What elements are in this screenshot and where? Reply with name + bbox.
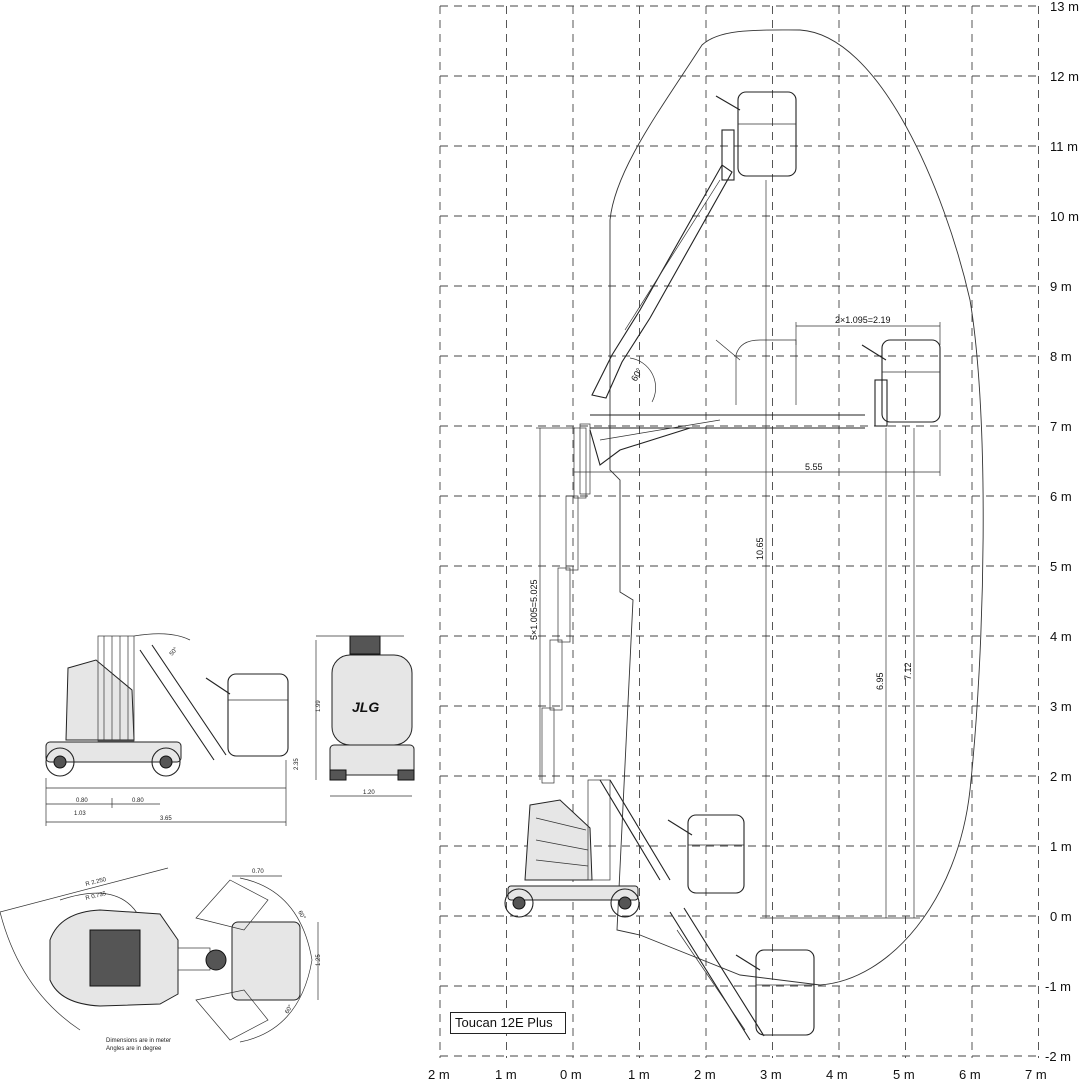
- y-label: 11 m: [1050, 139, 1078, 154]
- horizontal-boom: [589, 339, 941, 466]
- y-label: 4 m: [1050, 629, 1072, 644]
- y-label: 7 m: [1050, 419, 1072, 434]
- y-label: 2 m: [1050, 769, 1072, 784]
- side-view: 50° 0.80 0.80 1.03 3.65 2.35: [45, 633, 300, 826]
- x-label: 7 m: [1025, 1067, 1047, 1081]
- x-label: 4 m: [826, 1067, 848, 1081]
- front-view: JLG 1.99 1.20: [315, 635, 415, 797]
- top-view: R 2.250 R 0.735 0.70 60° 1.25 60° Dimens…: [0, 867, 322, 1052]
- model-label: Toucan 12E Plus: [450, 1012, 566, 1034]
- y-label: 8 m: [1050, 349, 1072, 364]
- y-label: 10 m: [1050, 209, 1079, 224]
- dim-height-b: 7.12: [903, 662, 913, 680]
- dim-top-depth: 1.25: [316, 954, 322, 966]
- dim-side-ground: 2.35: [294, 758, 300, 770]
- x-label: 6 m: [959, 1067, 981, 1081]
- jib-angle: 60°: [629, 366, 645, 383]
- y-label: 13 m: [1050, 0, 1079, 14]
- dim-wheel-a: 0.80: [76, 798, 88, 804]
- note-degree: Angles are in degree: [106, 1046, 162, 1052]
- y-label: 0 m: [1050, 909, 1072, 924]
- dim-max-height: 10.65: [755, 537, 765, 560]
- brand-logo: JLG: [352, 699, 379, 715]
- x-label: 0 m: [560, 1067, 582, 1081]
- working-envelope: [609, 29, 984, 986]
- dim-side-angle: 50°: [169, 646, 180, 657]
- y-label: -1 m: [1045, 979, 1071, 994]
- y-label: 1 m: [1050, 839, 1072, 854]
- dim-bottom-angle: 60°: [285, 1004, 295, 1015]
- note-meter: Dimensions are in meter: [106, 1038, 171, 1044]
- x-label: 1 m: [495, 1067, 517, 1081]
- x-axis-labels: 2 m 1 m 0 m 1 m 2 m 3 m 4 m 5 m 6 m 7 m: [428, 1067, 1047, 1081]
- dimension-lines: 2×1.095=2.19 5.55 5×1.005=5.025 10.65 6.…: [529, 180, 941, 919]
- dim-outreach: 5.55: [805, 462, 823, 472]
- y-label: -2 m: [1045, 1049, 1071, 1064]
- dim-width: 1.20: [363, 790, 375, 796]
- dim-front-overhang: 1.03: [74, 811, 86, 817]
- dim-length: 3.65: [160, 816, 172, 822]
- raised-jib: 60°: [591, 91, 797, 403]
- x-label: 5 m: [893, 1067, 915, 1081]
- y-label: 6 m: [1050, 489, 1072, 504]
- x-label: 3 m: [760, 1067, 782, 1081]
- x-label: 2 m: [428, 1067, 450, 1081]
- raised-mast: [541, 423, 591, 784]
- dim-top-angle: 60°: [296, 910, 306, 921]
- dim-side-height: 1.99: [316, 700, 322, 712]
- dim-height-a: 6.95: [875, 672, 885, 690]
- dim-boom-extension: 2×1.095=2.19: [835, 315, 891, 325]
- y-label: 3 m: [1050, 699, 1072, 714]
- y-axis-labels: 13 m 12 m 11 m 10 m 9 m 8 m 7 m 6 m 5 m …: [1045, 0, 1079, 1064]
- dim-turn-inner: R 0.735: [85, 891, 107, 902]
- y-label: 5 m: [1050, 559, 1072, 574]
- x-label: 2 m: [694, 1067, 716, 1081]
- dim-wheel-b: 0.80: [132, 798, 144, 804]
- dim-mast-sections: 5×1.005=5.025: [529, 579, 539, 640]
- dim-turn-outer: R 2.250: [85, 877, 107, 888]
- main-machine-ground: [504, 779, 815, 1041]
- y-label: 9 m: [1050, 279, 1072, 294]
- x-label: 1 m: [628, 1067, 650, 1081]
- dim-top-width: 0.70: [252, 869, 264, 875]
- y-label: 12 m: [1050, 69, 1079, 84]
